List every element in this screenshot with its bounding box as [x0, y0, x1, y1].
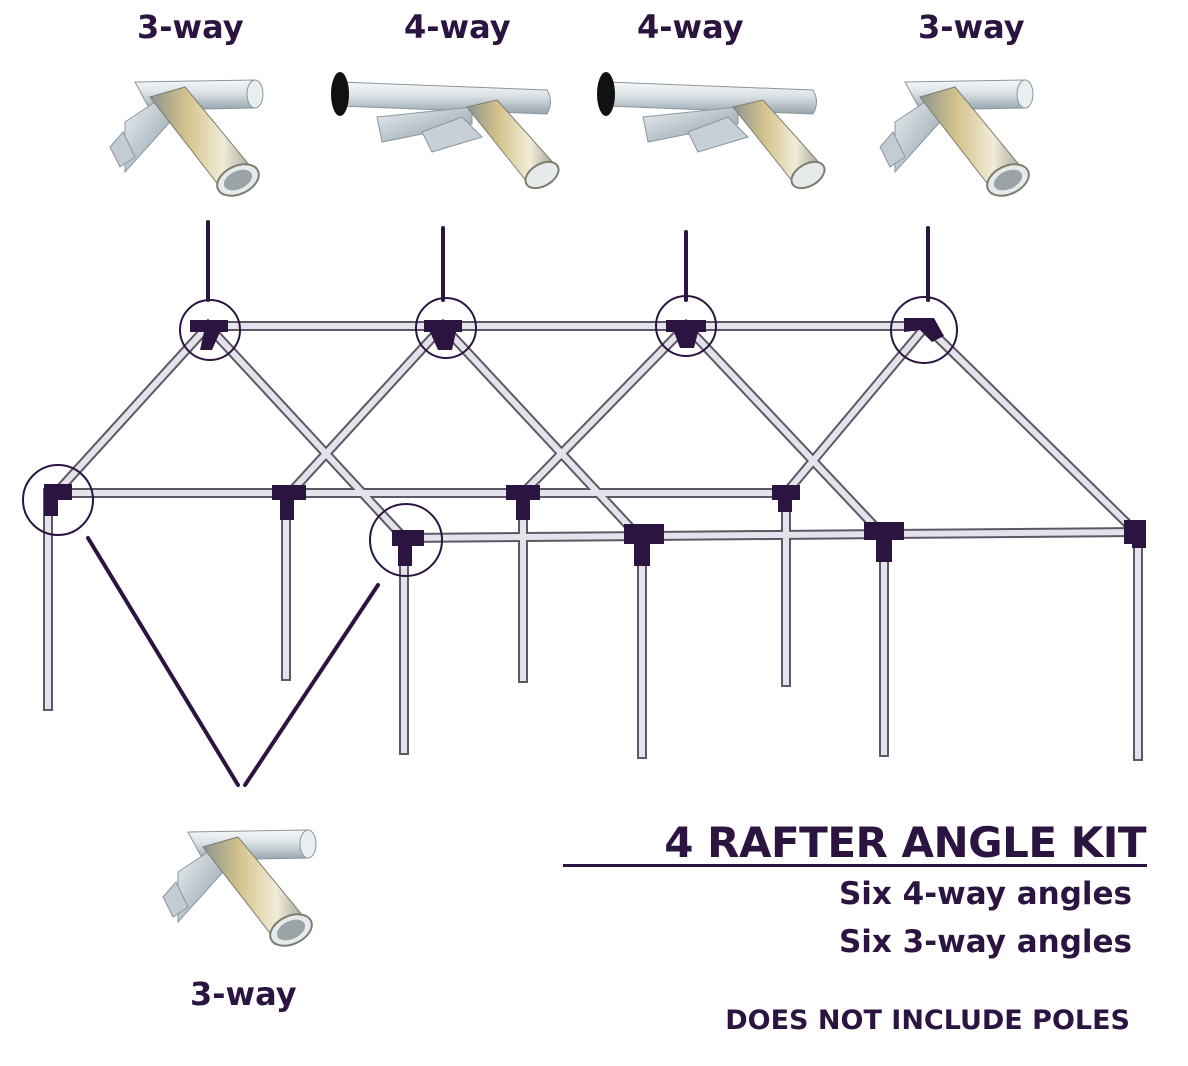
label-3way-bottom: 3-way	[190, 975, 297, 1013]
label-4way-right: 4-way	[637, 8, 744, 46]
kit-title-underline	[563, 864, 1147, 867]
fitting-3way-top-left	[94, 61, 276, 208]
label-3way-left: 3-way	[137, 8, 244, 46]
fitting-4way-top-right	[587, 61, 831, 198]
frame-pipes	[43, 318, 1144, 761]
fitting-3way-top-right	[864, 61, 1046, 208]
kit-line-4way: Six 4-way angles	[838, 876, 1132, 912]
label-4way-left: 4-way	[404, 8, 511, 46]
kit-line-3way: Six 3-way angles	[838, 924, 1132, 960]
joint-fittings	[44, 318, 1146, 566]
highlight-circles	[22, 295, 958, 577]
fitting-3way-bottom	[147, 811, 329, 958]
kit-title: 4 RAFTER ANGLE KIT	[664, 818, 1146, 867]
fitting-4way-top-left	[321, 61, 565, 198]
pointer-lines	[86, 220, 930, 787]
kit-note: DOES NOT INCLUDE POLES	[725, 1005, 1130, 1036]
label-3way-right: 3-way	[918, 8, 1025, 46]
